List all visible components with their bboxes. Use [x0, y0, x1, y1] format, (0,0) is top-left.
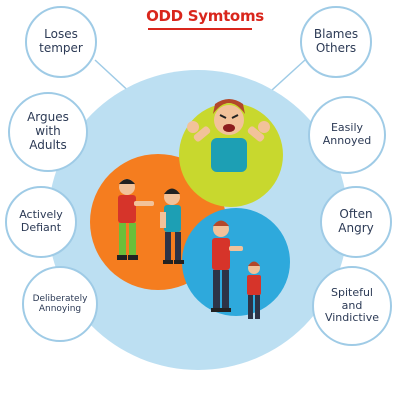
symptom-spiteful-and-vindictive: Spiteful and Vindictive	[312, 266, 392, 346]
symptom-argues-with-adults: Argues with Adults	[8, 92, 88, 172]
symptom-label: Deliberately Annoying	[32, 293, 88, 314]
adult-child-figures	[211, 220, 261, 319]
symptom-loses-temper: Loses temper	[25, 6, 97, 78]
symptom-label: Spiteful and Vindictive	[324, 286, 380, 325]
symptom-label: Easily Annoyed	[322, 121, 372, 147]
symptom-label: Loses temper	[39, 27, 83, 55]
symptom-label: Actively Defiant	[19, 208, 63, 234]
angry-boy-figure	[187, 99, 270, 172]
diagram-title: ODD Symtoms	[146, 7, 264, 25]
symptom-actively-defiant: Actively Defiant	[5, 186, 77, 258]
arguing-figures	[117, 179, 184, 264]
symptom-deliberately-annoying: Deliberately Annoying	[22, 266, 98, 342]
symptom-often-angry: Often Angry	[320, 186, 392, 258]
symptom-label: Blames Others	[313, 27, 359, 55]
symptom-blames-others: Blames Others	[300, 6, 372, 78]
symptom-label: Argues with Adults	[27, 110, 69, 152]
symptom-easily-annoyed: Easily Annoyed	[308, 96, 386, 174]
symptom-label: Often Angry	[338, 207, 374, 235]
blue-circle	[182, 208, 290, 316]
title-underline	[148, 28, 252, 30]
